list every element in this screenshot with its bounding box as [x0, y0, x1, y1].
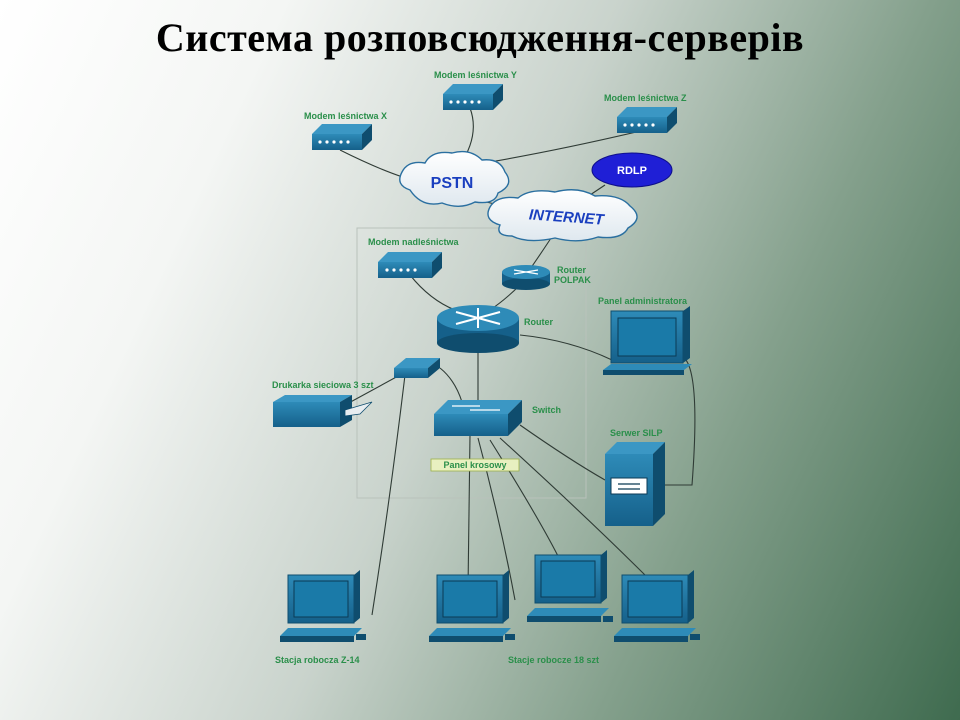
- workstation-1-icon: [429, 570, 515, 642]
- printer-label: Drukarka sieciowa 3 szt: [272, 380, 374, 390]
- router-polpak-icon: [502, 265, 550, 290]
- modem-x-label: Modem leśnictwa X: [304, 111, 387, 121]
- router-polpak-label: Router: [557, 265, 586, 275]
- workstation-z14-label: Stacja robocza Z-14: [275, 655, 360, 665]
- router-polpak-label-2: POLPAK: [554, 275, 591, 285]
- workstation-2-icon: [527, 550, 613, 622]
- switch-icon: [434, 400, 522, 436]
- page-title: Система розповсюдження-серверів: [155, 15, 805, 60]
- hub-icon: [394, 358, 440, 378]
- modem-z-icon: [617, 107, 677, 133]
- rdlp-node-icon: [591, 152, 673, 188]
- printer-icon: [273, 395, 373, 427]
- modem-y-label: Modem leśnictwa Y: [434, 70, 517, 80]
- panel-krosowy-box: [430, 458, 520, 472]
- workstation-3-icon: [614, 570, 700, 642]
- modem-y-icon: [443, 84, 503, 110]
- modem-nadlesnictwa-icon: [378, 252, 442, 278]
- panel-krosowy-label: Panel krosowy: [443, 460, 506, 470]
- router-label: Router: [524, 317, 553, 327]
- panel-admin-label: Panel administratora: [598, 296, 688, 306]
- switch-label: Switch: [532, 405, 561, 415]
- building-boundary: [356, 227, 587, 499]
- internet-label: INTERNET: [528, 206, 606, 228]
- pstn-cloud-icon: [399, 150, 510, 207]
- router-icon: [437, 305, 519, 353]
- workstations-18-label: Stacje robocze 18 szt: [508, 655, 599, 665]
- pstn-label: PSTN: [431, 175, 474, 192]
- internet-cloud-icon: [487, 189, 638, 242]
- modem-x-icon: [312, 124, 372, 150]
- modem-z-label: Modem leśnictwa Z: [604, 93, 687, 103]
- server-icon: [605, 442, 665, 526]
- panel-admin-icon: [603, 306, 692, 375]
- modem-nadlesnictwa-label: Modem nadleśnictwa: [368, 237, 460, 247]
- workstation-z14-icon: [280, 570, 366, 642]
- rdlp-label: RDLP: [617, 165, 647, 177]
- server-label: Serwer SILP: [610, 428, 663, 438]
